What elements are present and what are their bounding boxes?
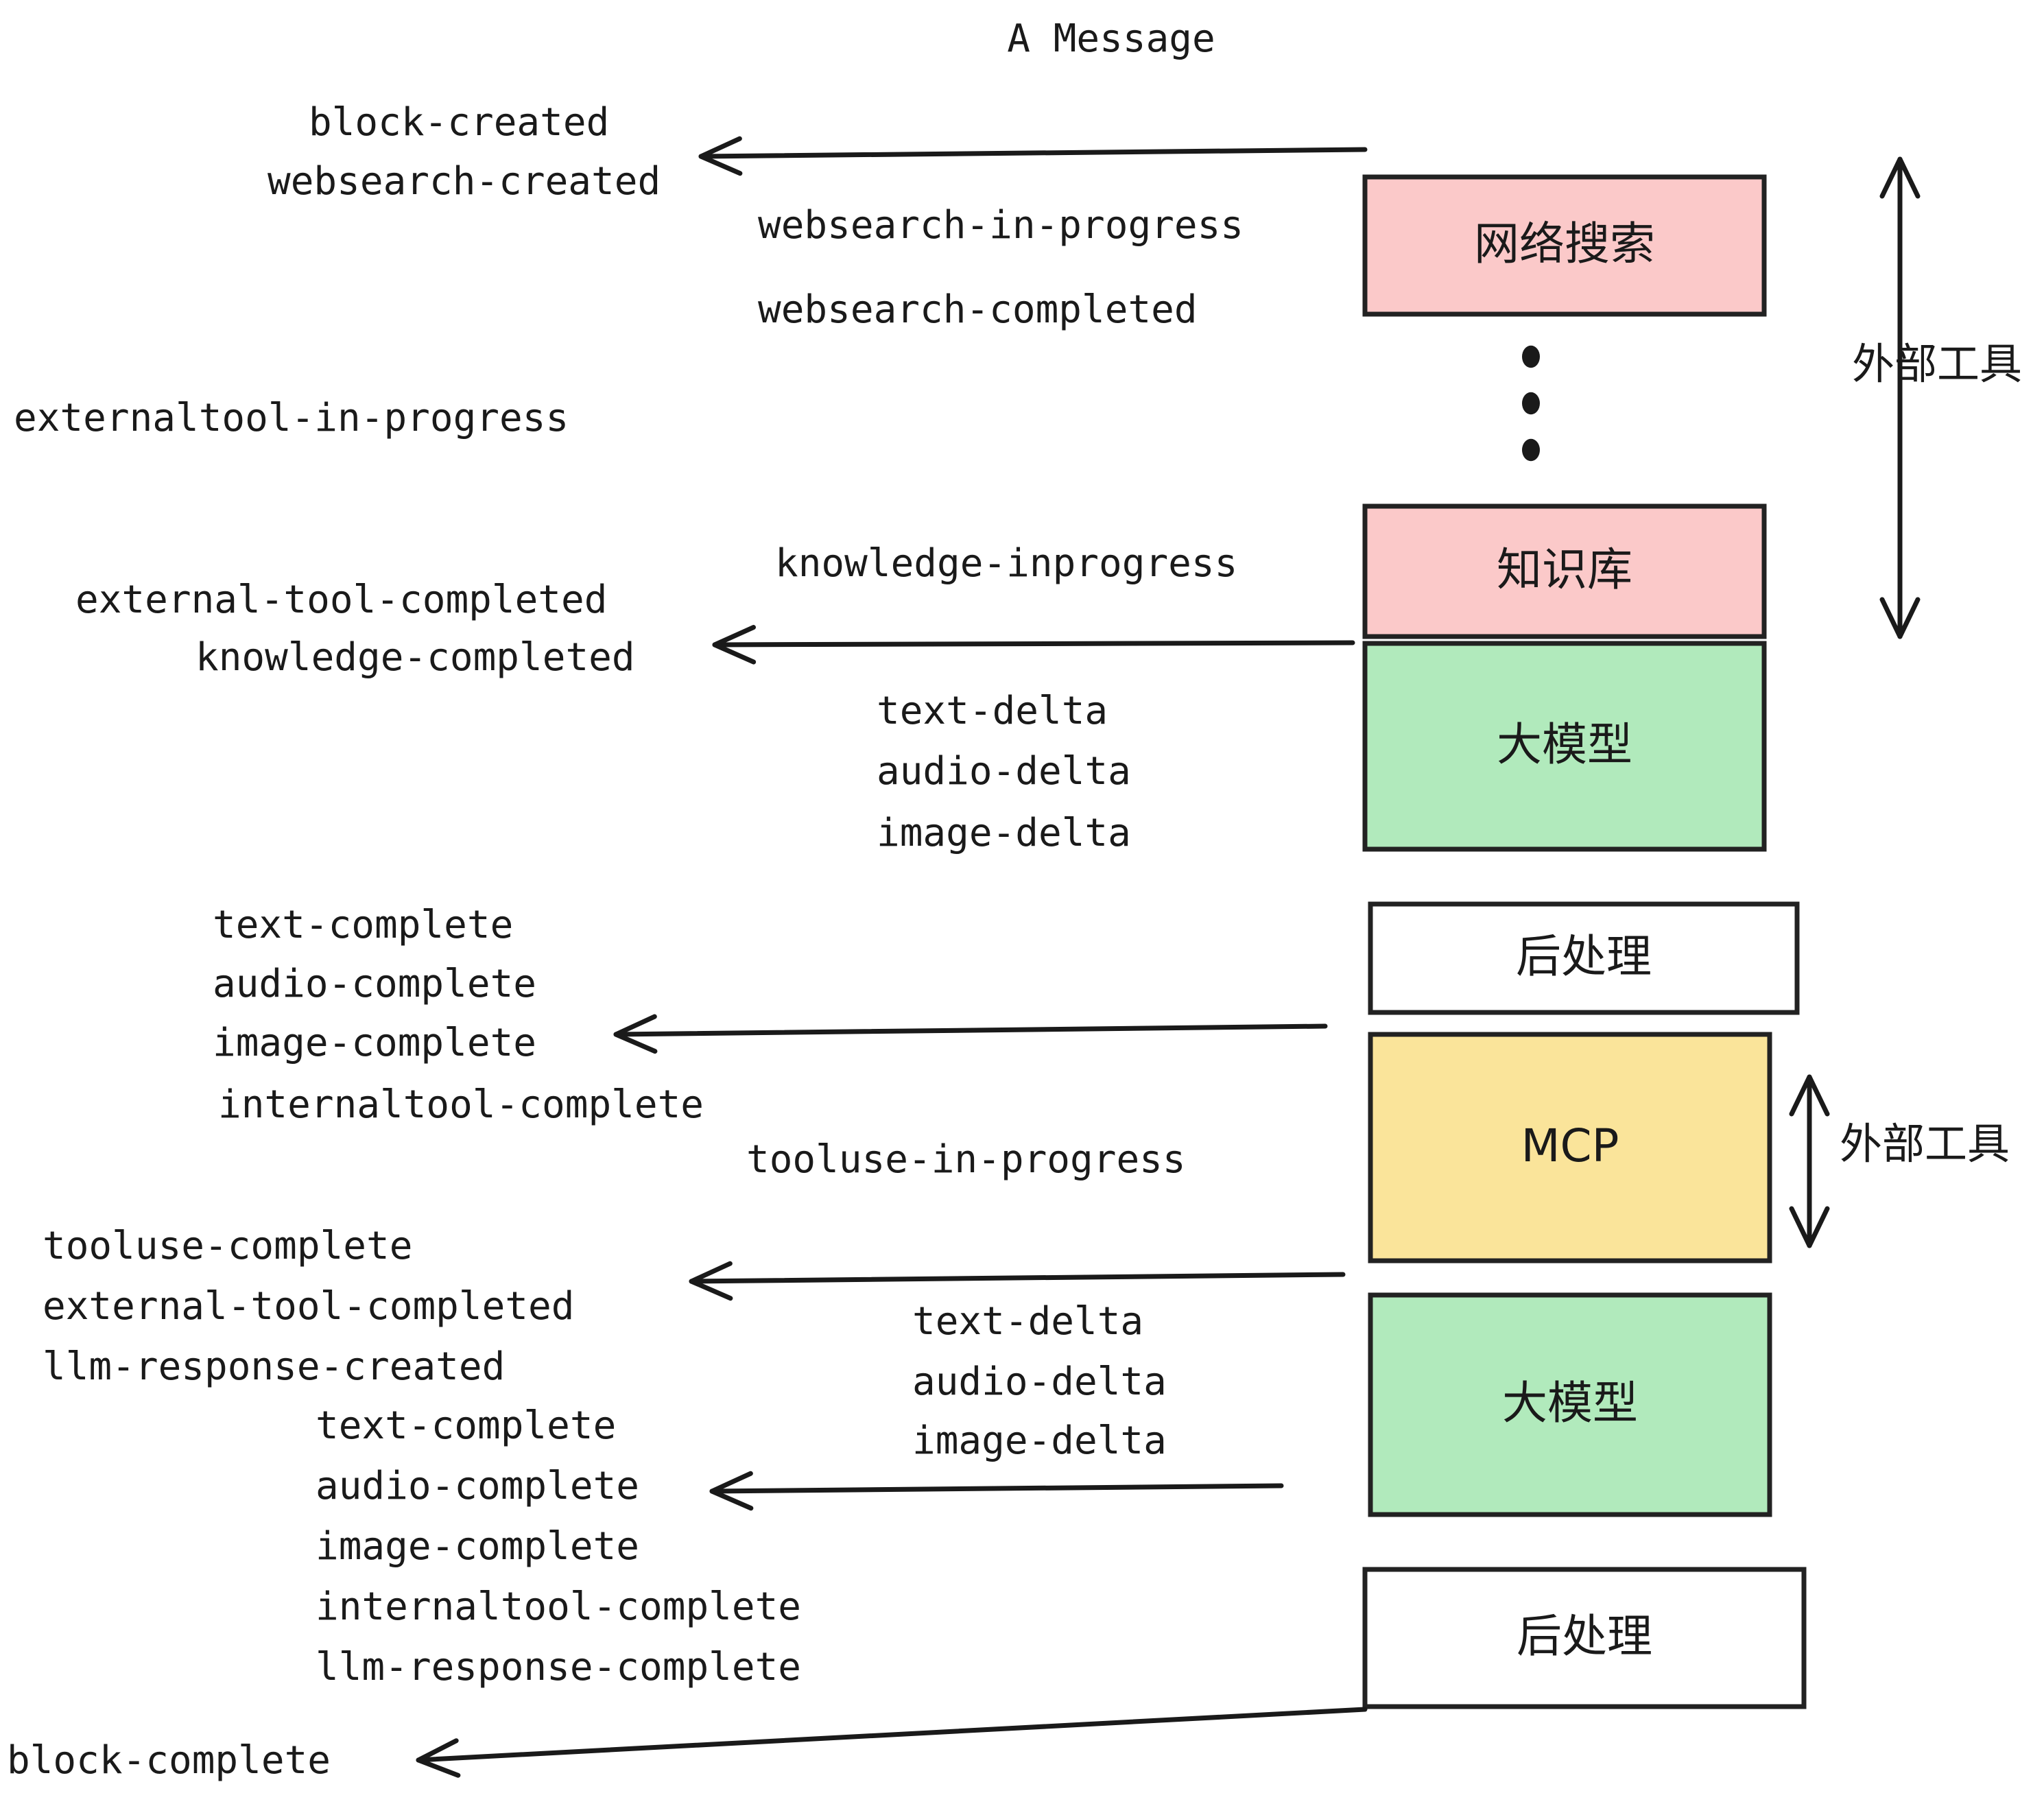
box-rect-postprocess-top (1368, 901, 1800, 1015)
event-label-text-complete-1: text-complete (213, 903, 513, 947)
arrow-tooluse-line (689, 1272, 1346, 1284)
box-rect-llm-bottom (1368, 1292, 1772, 1517)
box-label-llm-top: 大模型 (1497, 718, 1632, 771)
box-rect-postprocess-bottom (1362, 1567, 1807, 1709)
arrow-knowledge (712, 625, 1355, 665)
arrow-knowledge-line (712, 640, 1355, 648)
box-label-websearch: 网络搜索 (1474, 217, 1655, 270)
box-postprocess-bottom[interactable]: 后处理 (1362, 1567, 1807, 1709)
box-rect-llm-top (1362, 641, 1767, 852)
annotation-external-tools-top: 外部工具 (1852, 339, 2022, 389)
bracket-external-tools-bottom (1789, 1074, 1830, 1248)
event-label-externaltool-in-progress: externaltool-in-progress (14, 396, 569, 440)
event-label-websearch-in-progress: websearch-in-progress (758, 203, 1244, 248)
event-label-tooluse-complete: tooluse-complete (43, 1224, 412, 1268)
event-labels: block-created websearch-created websearch-… (7, 100, 1244, 1783)
ellipsis-dot-1 (1522, 345, 1540, 368)
box-websearch[interactable]: 网络搜索 (1362, 174, 1767, 317)
bracket-external-tools-top-head-up (1879, 156, 1921, 199)
box-rect-mcp (1368, 1032, 1772, 1263)
external-tool-brackets (1789, 156, 1921, 1248)
arrow-block-complete-head (416, 1738, 461, 1778)
box-mcp[interactable]: MCP (1368, 1032, 1772, 1263)
arrow-block-complete-line (416, 1707, 1368, 1763)
event-label-knowledge-inprogress: knowledge-inprogress (775, 541, 1237, 586)
event-label-block-complete: block-complete (7, 1738, 331, 1783)
event-label-websearch-completed: websearch-completed (758, 287, 1198, 332)
arrow-block-created-line (698, 147, 1368, 159)
event-label-block-created: block-created (309, 100, 609, 145)
event-label-llm-response-created: llm-response-created (43, 1344, 505, 1389)
ellipsis-dot-2 (1522, 392, 1540, 415)
annotation-external-tools-bottom: 外部工具 (1840, 1119, 2010, 1169)
box-label-postprocess-top: 后处理 (1516, 930, 1652, 983)
event-label-text-complete-2: text-complete (316, 1403, 616, 1448)
arrow-block-created-head (698, 136, 743, 176)
box-llm-top[interactable]: 大模型 (1362, 641, 1767, 852)
event-label-internaltool-complete-1: internaltool-complete (218, 1082, 704, 1127)
box-label-postprocess-bottom: 后处理 (1517, 1610, 1652, 1663)
event-label-tooluse-in-progress: tooluse-in-progress (746, 1137, 1186, 1182)
bracket-external-tools-top (1879, 156, 1921, 639)
arrow-block-created (698, 136, 1368, 176)
box-label-mcp: MCP (1521, 1119, 1619, 1172)
event-label-image-complete-1: image-complete (213, 1021, 536, 1065)
event-label-websearch-created: websearch-created (268, 159, 661, 204)
event-label-image-delta-1: image-delta (877, 811, 1131, 855)
arrow-image-complete (613, 1014, 1328, 1054)
event-label-image-complete-2: image-complete (316, 1524, 639, 1569)
event-label-llm-response-complete: llm-response-complete (316, 1645, 801, 1689)
event-label-audio-complete-1: audio-complete (213, 962, 536, 1006)
bracket-external-tools-bottom-head-down (1789, 1206, 1830, 1248)
event-label-text-delta-2: text-delta (912, 1299, 1143, 1344)
box-rect-websearch (1362, 174, 1767, 317)
event-label-audio-delta-1: audio-delta (877, 749, 1131, 794)
event-label-external-tool-completed-2: external-tool-completed (43, 1284, 574, 1329)
box-label-knowledgebase: 知识库 (1497, 543, 1632, 596)
arrow-image-complete-head (613, 1014, 658, 1054)
arrow-tooluse-head (689, 1261, 733, 1301)
event-label-text-delta-1: text-delta (877, 689, 1108, 733)
page-title: A Message (1007, 16, 1215, 61)
box-knowledgebase[interactable]: 知识库 (1362, 503, 1767, 639)
arrow-audio-complete (709, 1471, 1284, 1511)
box-rect-knowledgebase (1362, 503, 1767, 639)
event-label-audio-delta-2: audio-delta (912, 1360, 1167, 1404)
box-postprocess-top[interactable]: 后处理 (1368, 901, 1800, 1015)
event-label-internaltool-complete-2: internaltool-complete (316, 1585, 801, 1629)
event-arrows (416, 136, 1368, 1778)
arrow-audio-complete-head (709, 1471, 754, 1511)
arrow-tooluse (689, 1261, 1346, 1301)
arrow-block-complete (416, 1707, 1368, 1778)
arrow-audio-complete-line (709, 1483, 1284, 1494)
bracket-external-tools-top-head-down (1879, 597, 1921, 639)
arrow-knowledge-head (712, 625, 757, 665)
arrow-image-complete-line (613, 1023, 1328, 1037)
bracket-external-tools-bottom-head-up (1789, 1074, 1830, 1117)
event-label-audio-complete-2: audio-complete (316, 1464, 639, 1508)
event-label-image-delta-2: image-delta (912, 1419, 1167, 1463)
event-label-knowledge-completed: knowledge-completed (195, 635, 635, 680)
event-label-external-tool-completed-1: external-tool-completed (75, 578, 607, 622)
box-label-llm-bottom: 大模型 (1502, 1377, 1638, 1429)
box-llm-bottom[interactable]: 大模型 (1368, 1292, 1772, 1517)
ellipsis-dot-3 (1522, 438, 1540, 462)
vertical-ellipsis-icon (1522, 345, 1540, 462)
